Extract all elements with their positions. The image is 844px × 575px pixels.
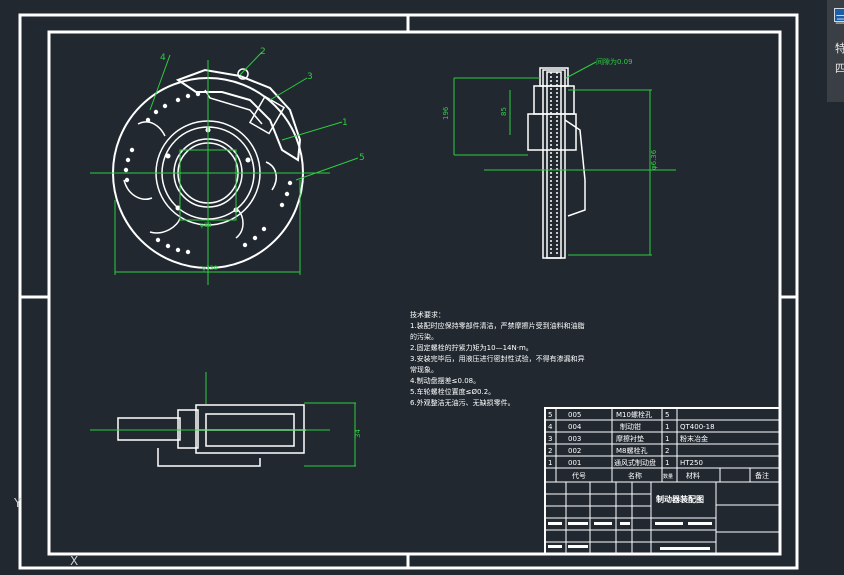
bom-table: 5 005 M10螺栓孔 5 4 004 制动钳 1 QT400-18 3 00… (548, 410, 769, 504)
note-line: 6.外观整洁无油污、无缺损零件。 (410, 398, 515, 407)
bom-material: 粉末冶金 (680, 434, 708, 443)
dim-h3: 34 (354, 429, 362, 438)
viewport-label: 四 (835, 62, 844, 75)
bom-code: 003 (568, 435, 581, 443)
dim-d3: φ6.36 (650, 149, 658, 170)
callout-2: 2 (260, 47, 266, 57)
title-block-fills (548, 522, 712, 550)
side-view-labels: 间隙为0.09 196 85 φ6.36 (442, 57, 658, 170)
drawing-title: 制动器装配图 (656, 494, 704, 504)
bom-qty: 2 (665, 447, 669, 455)
top-view (117, 404, 306, 467)
bom-qty: 5 (665, 411, 669, 419)
callout-5: 5 (359, 153, 365, 163)
side-view (527, 67, 586, 259)
disc-centerlines (90, 51, 359, 285)
note-line: 4.制动盘摆差≤0.08。 (410, 376, 480, 385)
bom-no: 1 (548, 459, 552, 467)
callout-1: 1 (342, 118, 348, 128)
viewport-icon[interactable]: 三 (834, 8, 844, 26)
dim-d1: φ330 (202, 265, 218, 272)
front-view-callouts: 4 2 3 1 5 φ330 φ88 (160, 47, 365, 272)
bom-material: QT400-18 (680, 423, 715, 431)
note-line: 3.安装完毕后，用液压进行密封性试验，不得有渗漏和异 (410, 354, 585, 363)
bom-qty: 1 (665, 459, 669, 467)
bom-code: 001 (568, 459, 581, 467)
viewport-label: 特 (835, 42, 844, 55)
viewport-corner-panel[interactable]: 三 特 四 (827, 0, 844, 102)
bom-name: M8螺栓孔 (616, 446, 648, 455)
note-line: 1.装配时应保持零部件清洁，严禁摩擦片受到油料和油脂 (410, 321, 585, 330)
callout-4: 4 (160, 53, 166, 63)
note-line: 2.固定螺栓的拧紧力矩为10—14N·m。 (410, 343, 533, 352)
dim-h2: 85 (500, 107, 508, 116)
bom-name: M10螺栓孔 (616, 410, 652, 419)
callout-3: 3 (307, 72, 313, 82)
bom-header-material: 材料 (686, 471, 700, 480)
technical-notes: 技术要求： 1.装配时应保持零部件清洁，严禁摩擦片受到油料和油脂 的污染。 2.… (410, 310, 585, 407)
ucs-x-axis-label: X (70, 554, 79, 568)
ucs-y-axis-label: Y (14, 496, 22, 510)
bom-qty: 1 (665, 423, 669, 431)
bom-no: 3 (548, 435, 552, 443)
bom-header-qty: 数量 (663, 473, 673, 480)
title-block-grid (544, 407, 781, 555)
notes-title: 技术要求： (410, 310, 445, 319)
top-view-dims (90, 372, 356, 467)
note-line: 常现象。 (410, 365, 438, 374)
bom-header-code: 代号 (572, 471, 586, 480)
bom-material: HT250 (680, 459, 703, 467)
bom-code: 002 (568, 447, 581, 455)
disc-vent-holes (123, 91, 293, 255)
bom-name: 摩擦衬垫 (616, 434, 644, 443)
bom-code: 005 (568, 411, 581, 419)
bom-name: 通风式制动盘 (614, 458, 656, 467)
side-view-dims (453, 61, 676, 256)
dim-h1: 196 (442, 106, 450, 120)
sheet-border (18, 13, 799, 570)
note-line: 5.车轮螺栓位置度≤Ø0.2。 (410, 387, 495, 396)
bom-name: 制动钳 (620, 422, 641, 431)
bom-qty: 1 (665, 435, 669, 443)
bom-no: 4 (548, 423, 553, 431)
dim-gap: 间隙为0.09 (596, 57, 633, 66)
bom-no: 5 (548, 411, 552, 419)
bom-no: 2 (548, 447, 552, 455)
bom-header-name: 名称 (628, 471, 642, 480)
bom-code: 004 (568, 423, 582, 431)
bom-header-remark: 备注 (755, 471, 769, 480)
note-line: 的污染。 (410, 332, 438, 341)
dim-d2: φ88 (200, 222, 212, 229)
